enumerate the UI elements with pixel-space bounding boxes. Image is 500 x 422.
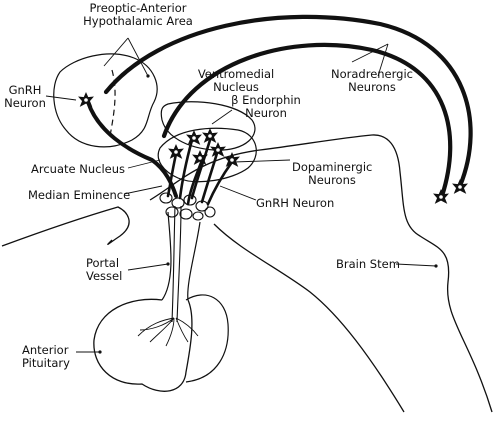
anterior-pituitary-label: Anterior Pituitary — [22, 344, 70, 370]
gnrh-axon — [86, 100, 178, 198]
dopaminergic-line2: Neurons — [308, 173, 356, 187]
portal-line1: Portal — [86, 256, 120, 270]
leader-lines — [45, 37, 437, 353]
portal-vessel-label: Portal Vessel — [86, 257, 122, 283]
preoptic-dashed-line — [109, 69, 116, 137]
noradrenergic-line1: Noradrenergic — [331, 67, 413, 81]
gnrh-neuron-cell — [78, 92, 94, 107]
portal-capillaries — [137, 317, 199, 347]
anterior-line1: Anterior — [22, 343, 69, 357]
endorphin-neuron-label: β Endorphin Neuron — [226, 94, 306, 120]
endorphin-line1: β Endorphin — [231, 93, 301, 107]
anterior-line2: Pituitary — [22, 356, 70, 370]
portal-line2: Vessel — [86, 269, 123, 283]
leader-dot — [146, 74, 150, 78]
leader-dot — [434, 264, 438, 268]
noradrenergic-axon-outer — [103, 14, 473, 189]
arcuate-neuron-cell — [186, 130, 202, 145]
posterior-lobe-outline — [185, 294, 229, 383]
endorphin-line2: Neuron — [245, 106, 287, 120]
ventromedial-line2: Nucleus — [213, 80, 259, 94]
dopaminergic-line1: Dopaminergic — [292, 160, 373, 174]
leader-dot — [98, 350, 102, 354]
preoptic-area-label: Preoptic-Anterior Hypothalamic Area — [80, 2, 196, 28]
portal-vessel — [171, 205, 182, 323]
brain-stem-outline — [149, 134, 493, 413]
noradrenergic-line2: Neurons — [348, 80, 396, 94]
pituitary-stalk-left — [161, 211, 172, 301]
arcuate-nucleus-label: Arcuate Nucleus — [31, 162, 126, 176]
brain-outline — [1, 206, 130, 247]
brain-stem-lower-outline — [213, 223, 405, 413]
arcuate-region — [157, 127, 257, 183]
noradrenergic-axon-inner — [161, 42, 453, 199]
preoptic-label-line2: Hypothalamic Area — [83, 14, 193, 28]
dopaminergic-neurons-label: Dopaminergic Neurons — [292, 161, 372, 187]
gnrh-neuron-bottom-label: GnRH Neuron — [256, 196, 335, 210]
brain-stem-label: Brain Stem — [336, 257, 400, 271]
leader-dot — [166, 262, 170, 266]
gnrh-left-line1: GnRH — [8, 83, 42, 97]
noradrenergic-neurons-label: Noradrenergic Neurons — [328, 68, 416, 94]
ventromedial-nucleus-label: Ventromedial Nucleus — [194, 68, 278, 94]
noradrenergic-neuron-cell — [452, 179, 468, 194]
gnrh-neuron-left-label: GnRH Neuron — [2, 84, 48, 110]
preoptic-area-region — [53, 53, 158, 148]
median-eminence-loops — [159, 192, 216, 221]
noradrenergic-neuron-cell — [433, 189, 449, 204]
preoptic-label-line1: Preoptic-Anterior — [89, 1, 187, 15]
median-eminence-label: Median Eminence — [28, 188, 131, 202]
gnrh-left-line2: Neuron — [4, 96, 46, 110]
pituitary-stalk-right — [187, 221, 201, 301]
arcuate-projections — [166, 138, 234, 206]
ventromedial-line1: Ventromedial — [197, 67, 275, 81]
anterior-pituitary-outline — [93, 298, 193, 392]
